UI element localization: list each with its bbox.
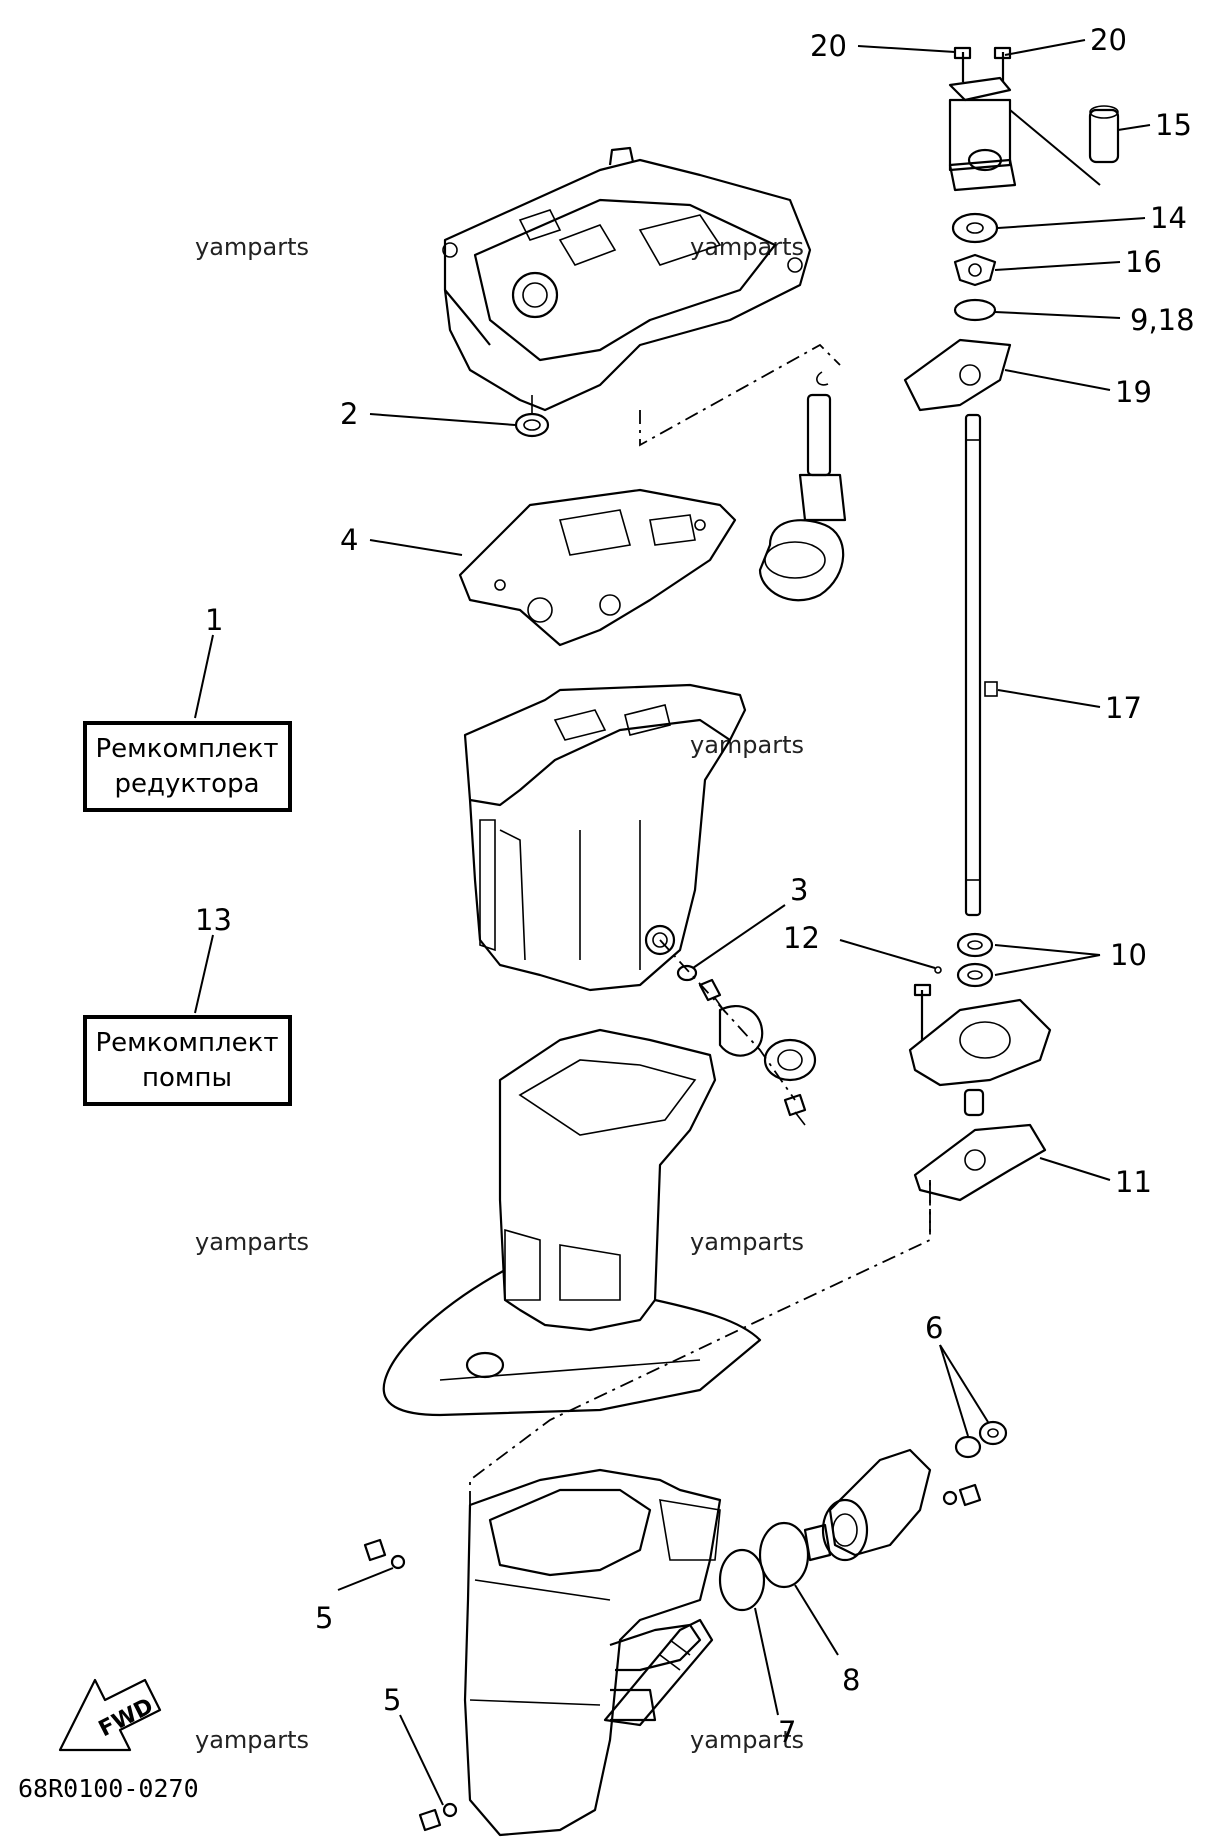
watermark: yamparts	[195, 1726, 309, 1754]
bolt-part[interactable]	[363, 1538, 458, 1832]
leader-line	[1117, 124, 1151, 131]
leader-line	[399, 1714, 444, 1806]
leader-line	[857, 45, 956, 53]
leader-line	[369, 539, 463, 556]
callout-number: 19	[1115, 375, 1152, 409]
drain-plug-part[interactable]	[676, 964, 817, 1126]
propeller-shaft-housing-part[interactable]	[803, 1420, 1008, 1562]
leader-line	[194, 634, 214, 719]
pump-gasket-part[interactable]	[913, 1123, 1047, 1202]
callout-number: 12	[783, 921, 820, 955]
leader-line	[994, 311, 1121, 319]
drive-shaft-part[interactable]	[964, 413, 998, 917]
callout-number: 6	[925, 1311, 943, 1345]
oil-strainer-part[interactable]	[758, 371, 847, 602]
callout-number: 7	[778, 1715, 796, 1749]
callout-number: 10	[1110, 938, 1147, 972]
leader-line	[994, 944, 1101, 956]
leader-line	[1004, 39, 1086, 56]
leader-line	[1039, 1157, 1111, 1181]
drive-shaft-housing-part[interactable]	[382, 1028, 762, 1417]
callout-number: 16	[1125, 245, 1162, 279]
callout-number: 9,18	[1130, 303, 1195, 337]
watermark: yamparts	[195, 233, 309, 261]
watermark: yamparts	[690, 1726, 804, 1754]
o-ring-part[interactable]	[718, 1521, 810, 1612]
propeller-shaft-part[interactable]	[603, 1618, 714, 1727]
kit-label: помпы	[142, 1063, 232, 1093]
leader-line	[939, 1344, 969, 1437]
leader-line	[839, 939, 936, 969]
leader-line	[794, 1584, 839, 1656]
watermark: yamparts	[690, 731, 804, 759]
callout-number: 15	[1155, 108, 1192, 142]
callout-number: 5	[383, 1683, 401, 1717]
fwd-label: FWD	[95, 1694, 158, 1742]
callout-number: 4	[340, 523, 358, 557]
pump-cover-part[interactable]	[948, 46, 1101, 192]
leader-line	[692, 904, 786, 969]
leader-line	[337, 1567, 394, 1591]
callout-number: 2	[340, 397, 358, 431]
callout-number: 20	[810, 29, 847, 63]
leader-line	[369, 413, 516, 426]
callout-number: 20	[1090, 23, 1127, 57]
assembly-line	[639, 343, 841, 447]
leader-line	[994, 954, 1101, 976]
bearing-housing-part[interactable]	[908, 983, 1052, 1117]
leader-line	[754, 1607, 779, 1716]
callout-number: 14	[1150, 201, 1187, 235]
leader-line	[997, 217, 1146, 229]
repair-kit-box[interactable]: Ремкомплект редуктора	[83, 721, 292, 812]
kit-number: 1	[205, 603, 223, 637]
callout-number: 3	[790, 873, 808, 907]
watermark: yamparts	[690, 1228, 804, 1256]
impeller-part[interactable]	[953, 253, 997, 287]
fwd-arrow-icon: FWD	[58, 1678, 162, 1752]
upper-casing-part[interactable]	[442, 146, 812, 412]
leader-line	[1004, 369, 1111, 391]
outer-plate-part[interactable]	[903, 338, 1012, 412]
watermark: yamparts	[195, 1228, 309, 1256]
callout-number: 5	[315, 1601, 333, 1635]
oil-pan-part[interactable]	[463, 683, 747, 992]
kit-label: Ремкомплект	[96, 1028, 279, 1058]
watermark: yamparts	[690, 233, 804, 261]
o-ring-part[interactable]	[953, 298, 997, 322]
leader-line	[194, 934, 214, 1014]
leader-line	[994, 261, 1121, 271]
kit-number: 13	[195, 903, 232, 937]
leader-line	[939, 1344, 989, 1423]
assembly-line	[659, 939, 796, 1101]
callout-number: 11	[1115, 1165, 1152, 1199]
lower-casing-part[interactable]	[463, 1468, 722, 1837]
oil-seal-part[interactable]	[514, 395, 550, 438]
repair-kit-box[interactable]: Ремкомплект помпы	[83, 1015, 292, 1106]
grommet-part[interactable]	[1088, 105, 1120, 164]
callout-number: 17	[1105, 691, 1142, 725]
kit-label: Ремкомплект	[96, 734, 279, 764]
kit-label: редуктора	[114, 769, 259, 799]
leader-line	[997, 689, 1101, 708]
insert-cartridge-part[interactable]	[951, 212, 999, 244]
callout-number: 8	[842, 1663, 860, 1697]
bearing-part[interactable]	[934, 932, 994, 988]
gasket-part[interactable]	[458, 488, 737, 647]
diagram-code: 68R0100-0270	[18, 1774, 199, 1803]
